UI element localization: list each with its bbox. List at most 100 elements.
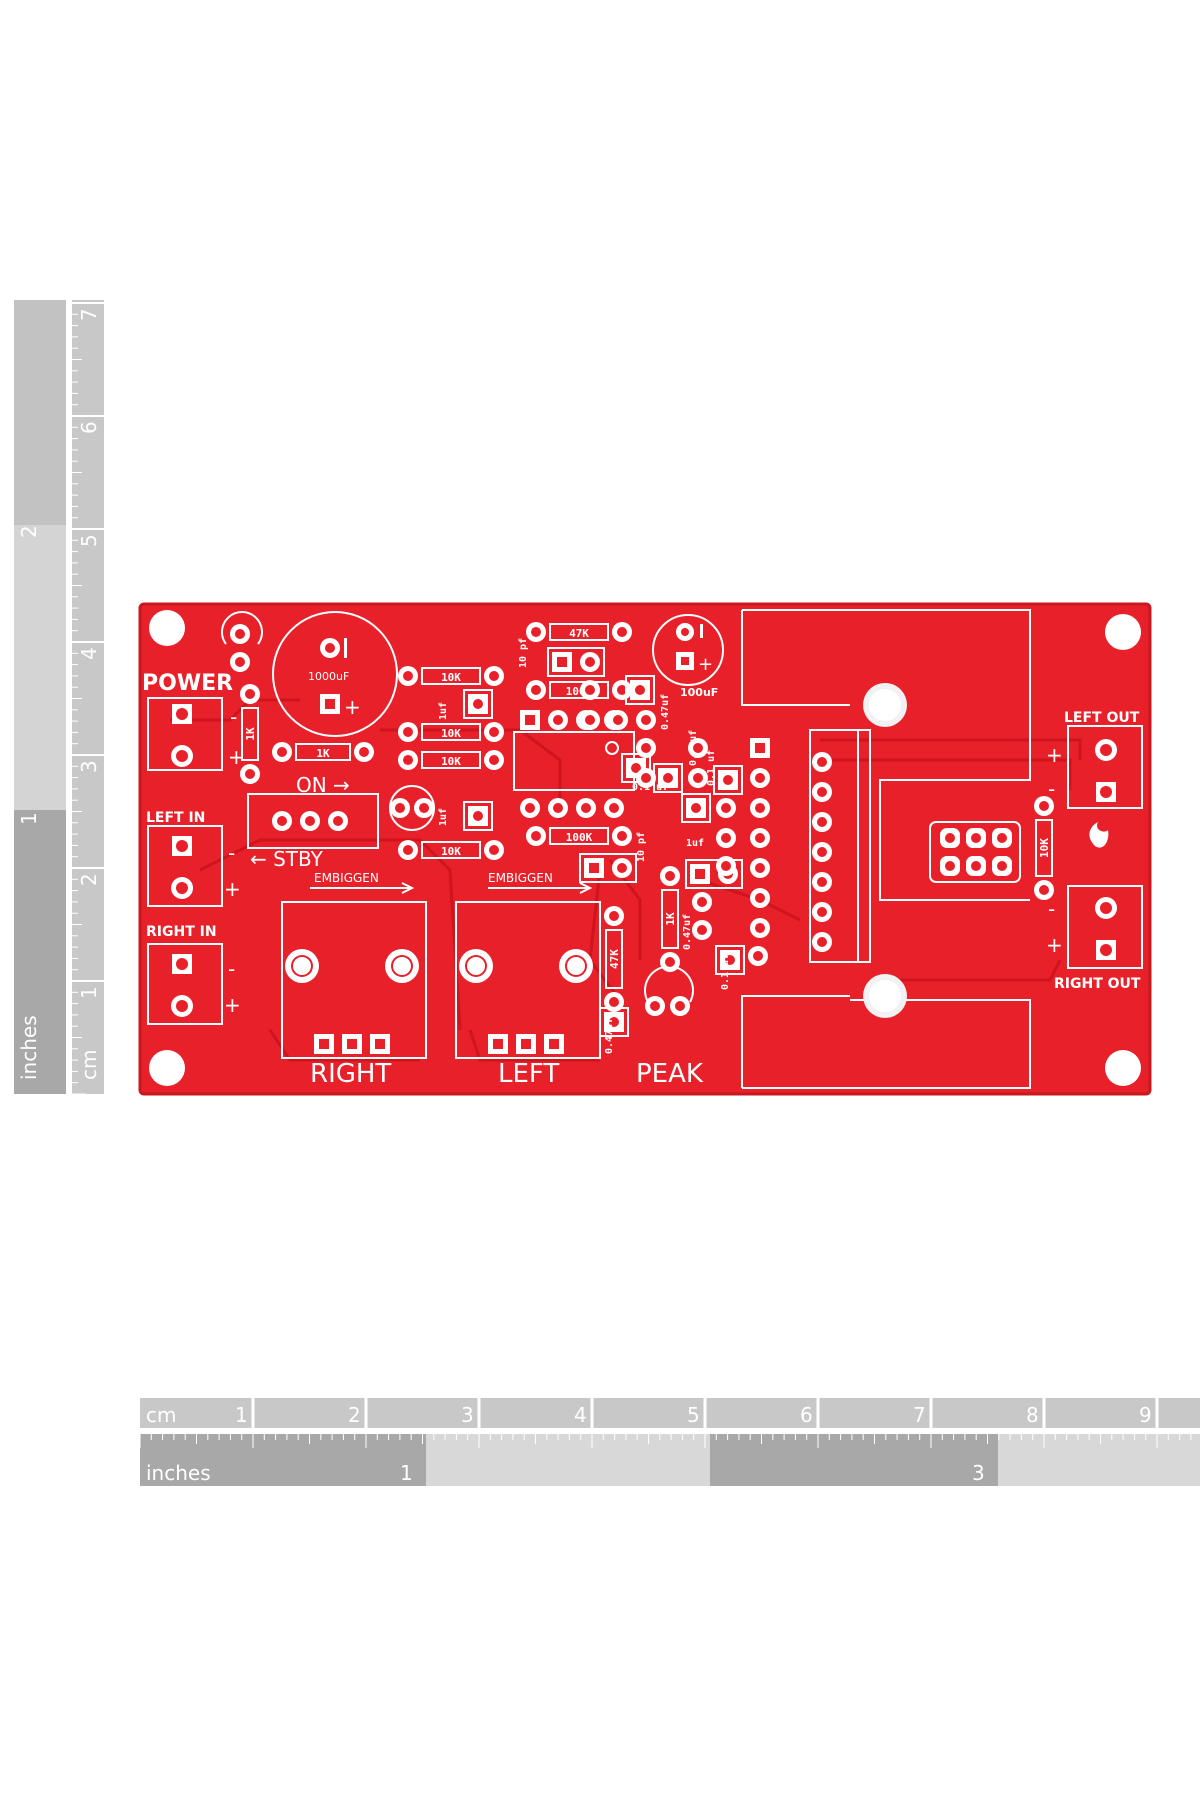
resistor-pad-hole: [403, 671, 413, 681]
resistor-body: [421, 723, 481, 741]
opamp-ic: [513, 710, 635, 818]
via-pad-hole: [753, 951, 763, 961]
cap-pad-hole: [473, 699, 483, 709]
cap-pad-hole: [695, 869, 705, 879]
resistor-body: [549, 681, 609, 699]
sign-leftout-plus: +: [1046, 743, 1063, 767]
pcb-edge-shade: [138, 602, 1152, 1096]
via-pad-hole: [585, 715, 595, 725]
isp-pin-hole: [997, 861, 1007, 871]
cap-value: 0.47uf: [604, 1018, 615, 1054]
sign-leftout-minus: -: [1048, 777, 1055, 801]
resistor-body: [1035, 819, 1053, 877]
vruler-cm-tick-label: 7: [77, 308, 101, 321]
vruler-cm-tick-label: 3: [77, 760, 101, 773]
amp-pin-hole: [817, 787, 827, 797]
isp-pin-hole: [945, 833, 955, 843]
sign-cap1000-plus: +: [344, 695, 361, 719]
amp-pin-hole: [817, 877, 827, 887]
vruler-cm-tick-label: 6: [77, 421, 101, 434]
label-right-in: RIGHT IN: [146, 924, 217, 940]
resistor-value: 10K: [1038, 838, 1051, 858]
cap-pad-hole: [589, 863, 599, 873]
opamp-pin-bottom-hole: [609, 803, 619, 813]
resistor-pad-hole: [617, 831, 627, 841]
resistor-value: 1K: [316, 747, 330, 760]
resistor-body: [421, 667, 481, 685]
resistor-pad-hole: [609, 911, 619, 921]
hruler-cm-tick-label: 2: [348, 1403, 361, 1427]
amp-ic-footprint: [750, 729, 871, 963]
cap-pad-hole: [725, 955, 735, 965]
label-power: POWER: [142, 671, 233, 696]
cap-pad-hole: [663, 773, 673, 783]
amp-pin-hole: [817, 847, 827, 857]
resistor-pad-hole: [1039, 885, 1049, 895]
embiggen-arrow-2: [488, 882, 593, 894]
isp-pin-hole: [945, 861, 955, 871]
mount-hole-tl: [149, 610, 185, 646]
label-on: ON →: [296, 773, 350, 797]
resistor-pad-hole: [609, 997, 619, 1007]
resistor-value: 10K: [441, 845, 461, 858]
resistor-value: 10K: [441, 671, 461, 684]
amp-aux-pin-hole: [755, 803, 765, 813]
resistor-body: [549, 623, 609, 641]
cap-outline: [681, 793, 711, 823]
via-pad-hole: [697, 897, 707, 907]
sign-power-plus: +: [228, 745, 245, 769]
heatsink-pad-bottom: [741, 974, 1031, 1089]
resistor-pad-hole: [489, 671, 499, 681]
cap-value: 0.1 uf: [632, 782, 668, 793]
cap-outline: [463, 689, 493, 719]
resistor-value: 47K: [608, 949, 621, 969]
cap-value: 10 pf: [636, 832, 647, 862]
cap-outline: [713, 765, 743, 795]
cap-pad-hole: [723, 775, 733, 785]
cap-value: 1uf: [438, 702, 449, 720]
vruler-inch-tick-label: 2: [17, 525, 41, 538]
label-left: LEFT: [498, 1059, 559, 1089]
resistor-pad-hole: [489, 727, 499, 737]
resistor-pad-hole: [531, 685, 541, 695]
resistor-pad-hole: [245, 689, 255, 699]
vruler-inch-band-dark-1: [14, 810, 66, 1094]
resistor-value: 100K: [566, 831, 593, 844]
vruler-cm-ticks: [72, 302, 104, 1095]
cap-outline: [579, 853, 637, 883]
capacitor-1000uf: [272, 611, 398, 737]
hruler-cm-tick-label: 7: [913, 1403, 926, 1427]
isp-pin-hole: [997, 833, 1007, 843]
cap-outline: [547, 647, 605, 677]
via-pad-hole: [585, 685, 595, 695]
cap-outline: [715, 945, 745, 975]
resistor-body: [549, 827, 609, 845]
isp-header: [929, 821, 1021, 883]
resistor-pad-hole: [403, 845, 413, 855]
label-stby: ← STBY: [250, 847, 324, 871]
label-left-in: LEFT IN: [146, 810, 205, 826]
cap-pad-hole: [617, 863, 627, 873]
cap-value: 0.47uf: [660, 694, 671, 730]
cap-pad-hole: [631, 763, 641, 773]
cap-pad-hole: [609, 1017, 619, 1027]
hruler-inch-tick-label: 1: [400, 1461, 413, 1485]
capacitor-100uf: [652, 614, 724, 686]
hruler-cm-tick-label: 6: [800, 1403, 813, 1427]
hruler-cm-ticks: [139, 1398, 1192, 1448]
via-pad-hole: [721, 861, 731, 871]
vruler-cm-label: cm: [77, 1050, 101, 1080]
hruler-inch-band-dark-1: [140, 1434, 426, 1486]
resistor-pad-hole: [665, 871, 675, 881]
mount-hole-bl: [149, 1050, 185, 1086]
opamp-pin-bottom-hole: [553, 803, 563, 813]
sign-rightout-plus: +: [1046, 933, 1063, 957]
resistor-pad-hole: [403, 727, 413, 737]
cap-value: 0.1 uf: [720, 954, 731, 990]
cap-outline: [621, 753, 651, 783]
cap-value: 0.1 uf: [706, 750, 717, 786]
